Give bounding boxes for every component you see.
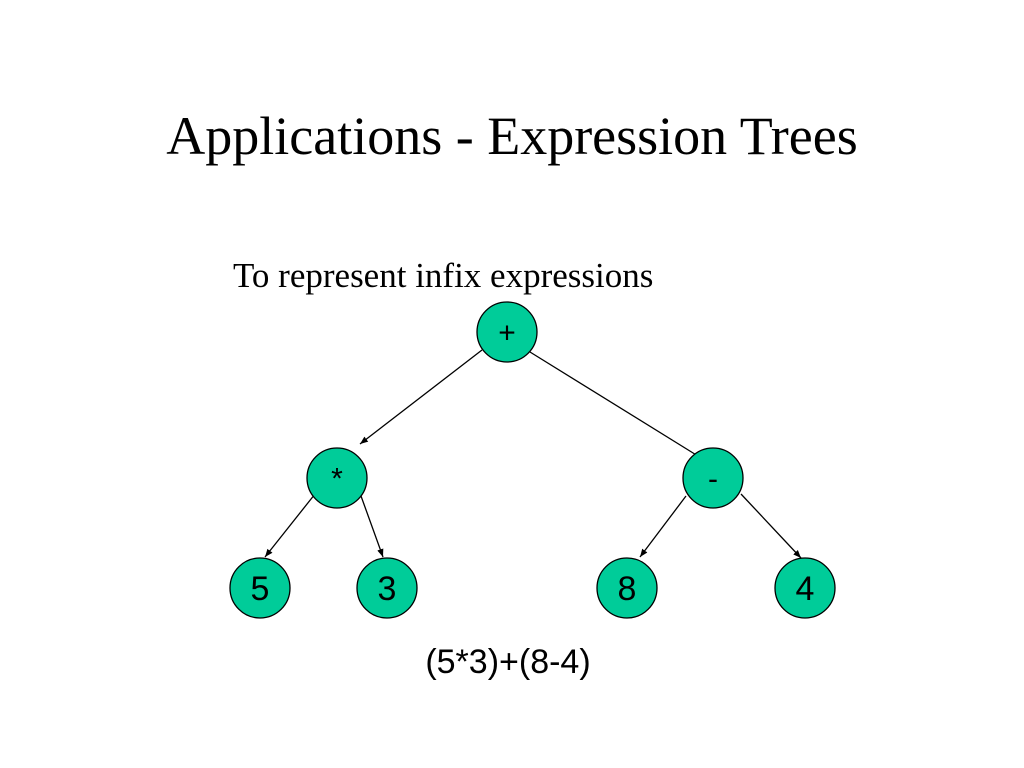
tree-node-label-n5: 5 — [251, 570, 270, 608]
tree-node-n3: 3 — [356, 557, 418, 619]
tree-edge-root-mul — [359, 349, 483, 445]
tree-node-root: + — [476, 301, 538, 363]
tree-node-sub: - — [682, 447, 744, 509]
tree-edge-root-sub — [529, 351, 707, 462]
tree-edge-mul-n5 — [264, 493, 316, 558]
tree-node-circle-n5 — [229, 557, 291, 619]
tree-node-circle-sub — [682, 447, 744, 509]
tree-node-circle-n8 — [596, 557, 658, 619]
tree-node-label-root: + — [498, 317, 516, 350]
tree-node-label-mul: * — [331, 463, 343, 496]
tree-node-mul: * — [306, 447, 368, 509]
tree-node-label-n4: 4 — [796, 570, 815, 608]
tree-node-label-sub: - — [708, 463, 718, 496]
tree-node-circle-mul — [306, 447, 368, 509]
tree-node-circle-root — [476, 301, 538, 363]
tree-nodes: + * - 5 3 8 4 — [229, 301, 836, 619]
tree-edge-sub-n4 — [740, 493, 802, 559]
tree-edge-sub-n8 — [639, 495, 687, 558]
tree-node-n4: 4 — [774, 557, 836, 619]
tree-node-circle-n4 — [774, 557, 836, 619]
slide-subtitle: To represent infix expressions — [233, 256, 654, 295]
tree-node-n8: 8 — [596, 557, 658, 619]
tree-node-circle-n3 — [356, 557, 418, 619]
tree-node-label-n8: 8 — [618, 570, 637, 608]
tree-node-n5: 5 — [229, 557, 291, 619]
tree-node-label-n3: 3 — [378, 570, 397, 608]
tree-edges — [264, 349, 802, 559]
slide-title: Applications - Expression Trees — [166, 106, 858, 166]
tree-edge-mul-n3 — [360, 495, 384, 558]
infix-expression: (5*3)+(8-4) — [425, 643, 591, 681]
